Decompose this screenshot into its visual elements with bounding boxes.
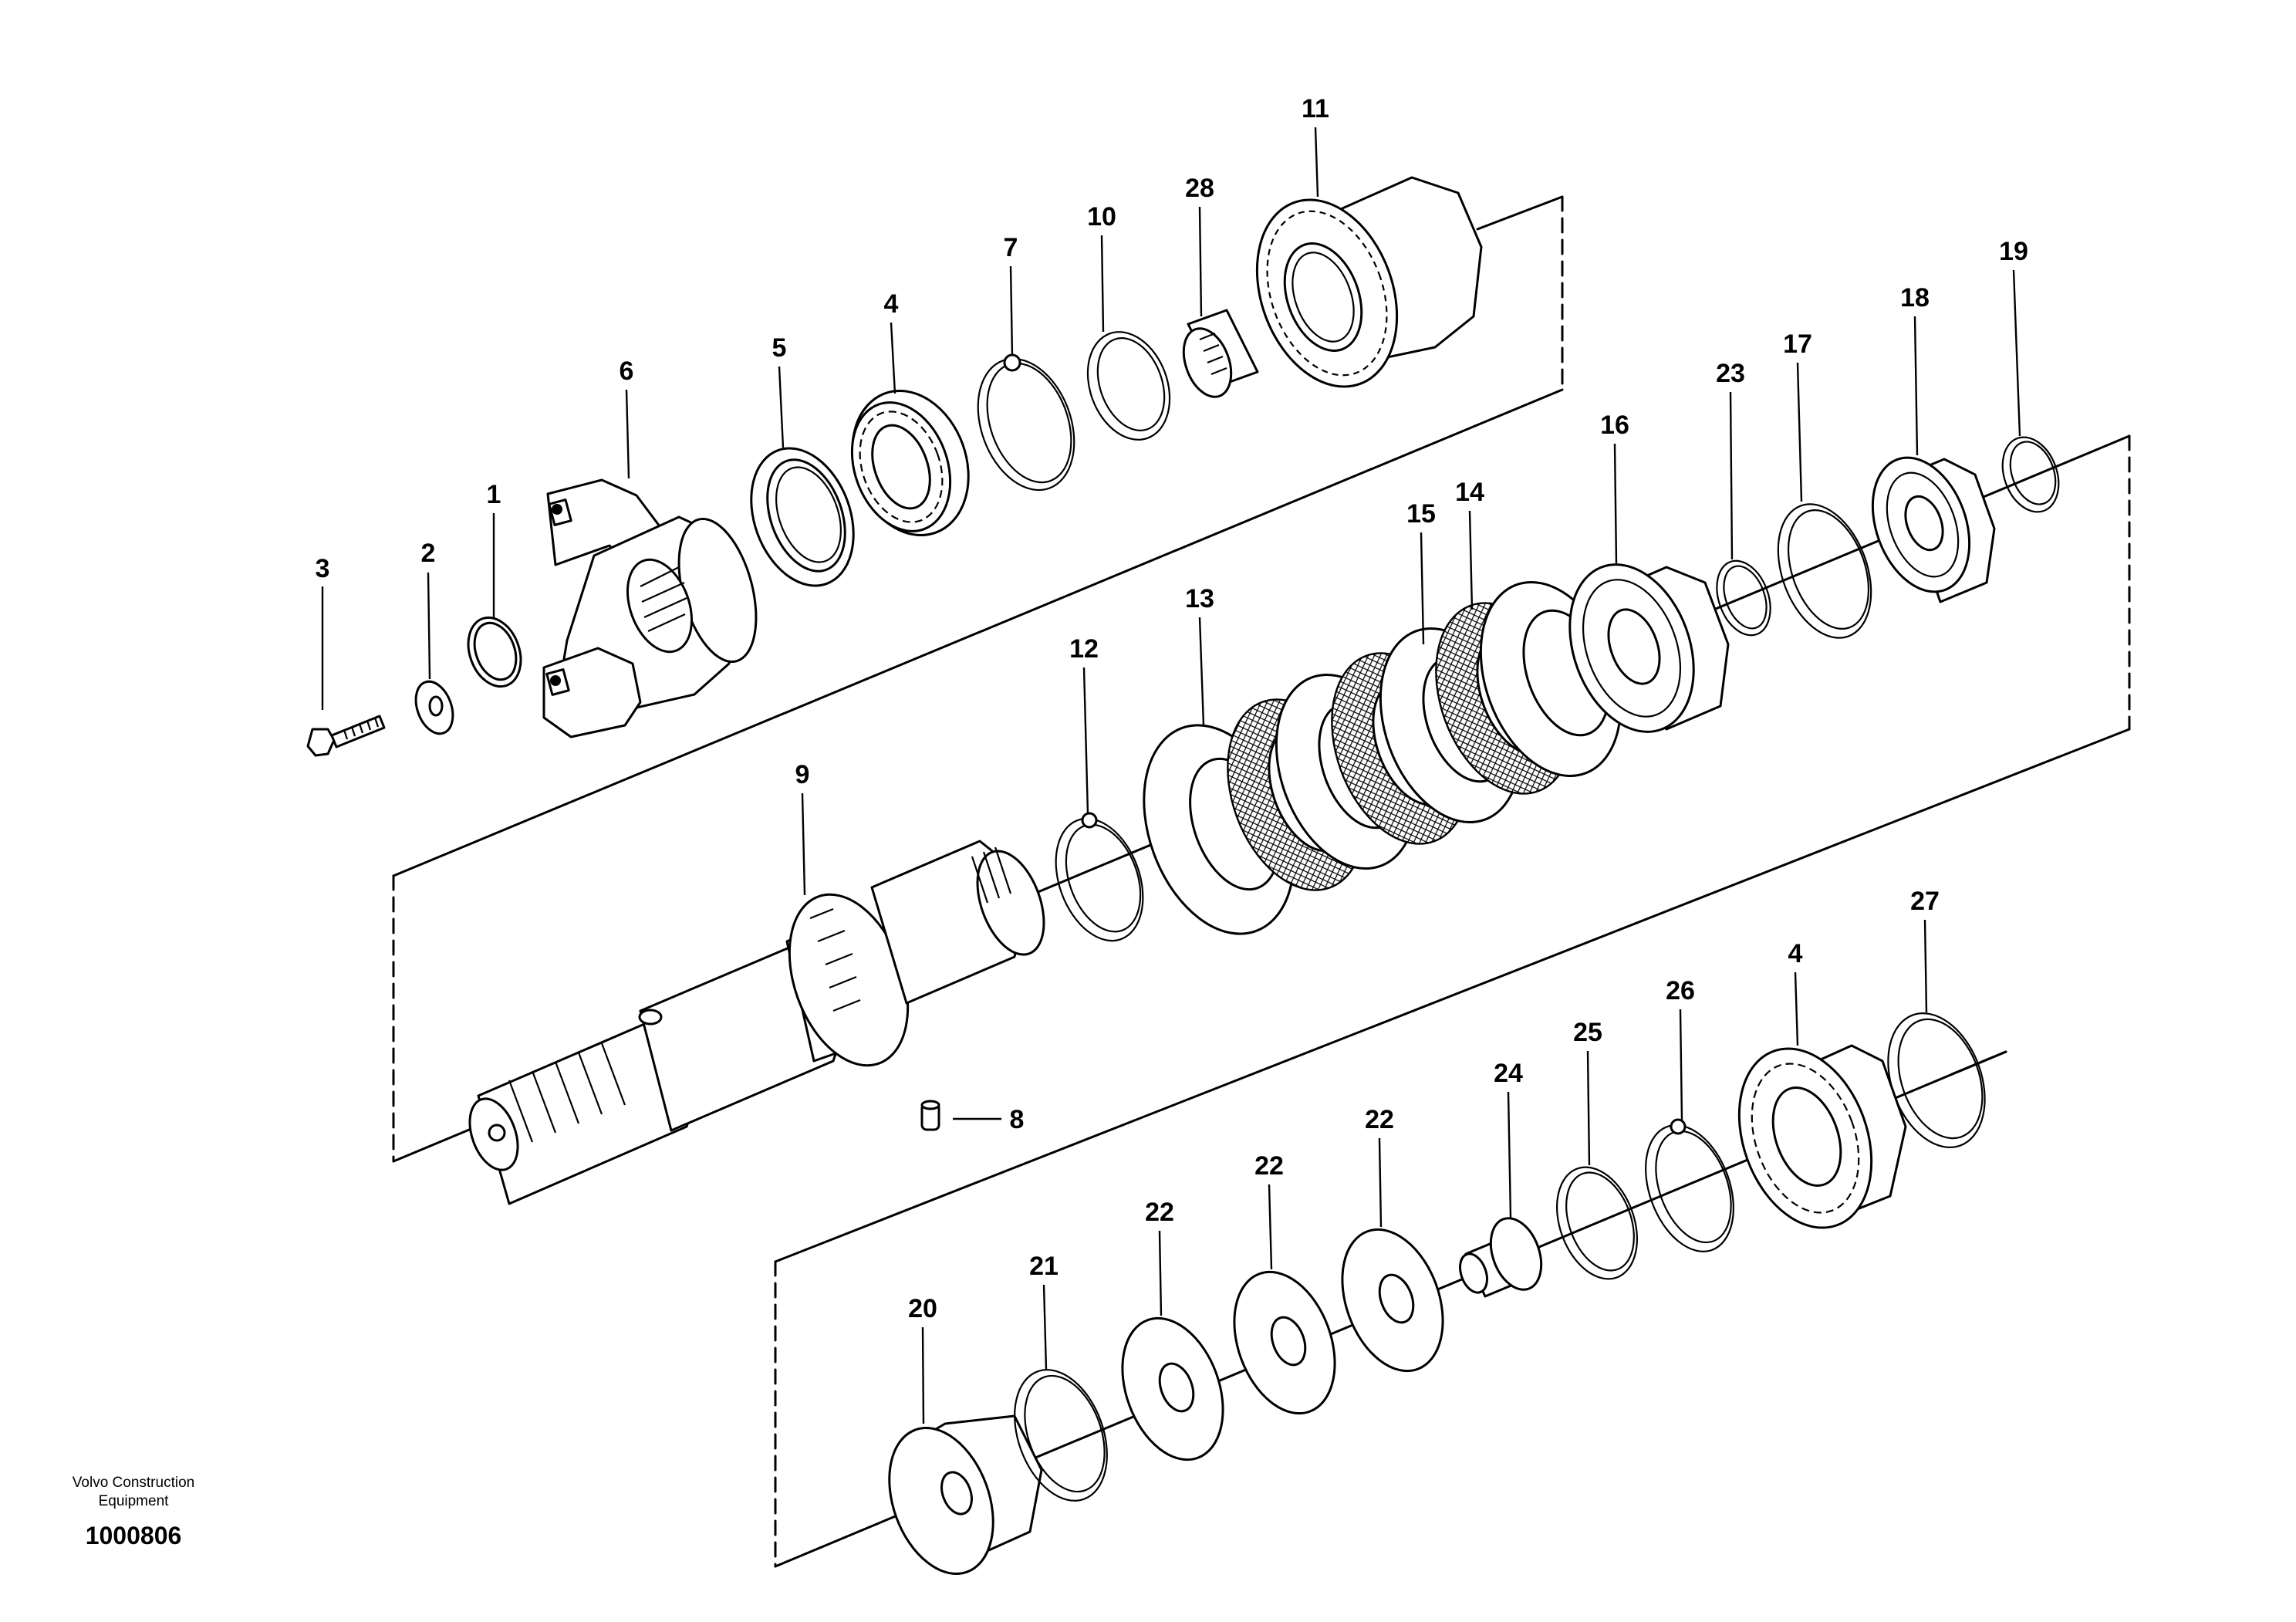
needle-bearing-part-28 (1182, 309, 1259, 398)
clutch-pack-parts-13-14-15 (1143, 581, 1622, 935)
callout-22-b: 22 (1254, 1151, 1284, 1181)
callout-9: 9 (795, 760, 810, 789)
snap-ring-part-26 (1645, 1118, 1734, 1252)
o-ring-part-23 (1716, 559, 1771, 637)
callout-labels: 3 2 1 6 5 4 7 10 28 11 9 8 12 13 15 14 1… (316, 94, 2028, 1323)
o-ring-part-25 (1556, 1166, 1638, 1280)
washer-part-2 (414, 680, 454, 735)
figure-footer: Volvo Construction Equipment 1000806 (45, 1474, 222, 1550)
callout-27: 27 (1910, 887, 1940, 916)
callout-19: 19 (1999, 237, 2028, 266)
company-name-line1: Volvo Construction (72, 1475, 195, 1491)
callout-12: 12 (1069, 634, 1099, 664)
callout-leaders (321, 127, 2021, 1424)
callout-13: 13 (1185, 584, 1214, 613)
callout-3: 3 (316, 554, 330, 583)
cup-part-20 (888, 1414, 1043, 1575)
piston-part-18 (1871, 456, 1996, 603)
callout-28: 28 (1185, 174, 1214, 203)
ring-part-27 (1887, 1012, 1986, 1148)
disc-parts-22 (1121, 1228, 1444, 1461)
callout-11: 11 (1302, 94, 1329, 123)
callout-26: 26 (1666, 976, 1695, 1005)
callout-8: 8 (1010, 1105, 1025, 1134)
callout-20: 20 (908, 1294, 937, 1323)
sleeve-part-24 (1459, 1217, 1543, 1298)
bearing-part-4-top (850, 389, 970, 537)
company-name-line2: Equipment (98, 1493, 169, 1509)
bolt-part-3 (306, 715, 386, 757)
callout-5: 5 (772, 333, 787, 363)
callout-6: 6 (620, 357, 634, 386)
pin-part-8 (920, 1100, 940, 1131)
callout-14: 14 (1455, 478, 1484, 507)
ring-part-10 (1086, 331, 1171, 441)
snap-ring-part-21 (1014, 1369, 1108, 1502)
callout-25: 25 (1573, 1018, 1602, 1047)
callout-15: 15 (1406, 499, 1436, 529)
yoke-part-6 (542, 478, 758, 738)
callout-2: 2 (421, 539, 436, 568)
bearing-part-4-bottom (1737, 1044, 1907, 1229)
callout-10: 10 (1087, 202, 1116, 231)
snap-ring-part-12 (1055, 812, 1144, 942)
o-ring-part-1 (467, 616, 522, 688)
callout-23: 23 (1716, 359, 1745, 388)
snap-ring-part-7 (977, 353, 1075, 492)
piston-part-16 (1568, 563, 1730, 733)
shaft-part-9 (468, 840, 1045, 1205)
gear-part-11 (1255, 176, 1483, 388)
callout-22-a: 22 (1145, 1198, 1174, 1227)
callout-24: 24 (1494, 1059, 1523, 1088)
callout-1: 1 (487, 480, 501, 509)
ring-part-19 (2001, 436, 2060, 513)
callout-17: 17 (1783, 329, 1812, 359)
ring-part-17 (1777, 503, 1872, 639)
callout-4-top: 4 (884, 289, 899, 319)
callout-21: 21 (1029, 1252, 1059, 1281)
figure-number: 1000806 (85, 1522, 182, 1549)
callout-18: 18 (1900, 283, 1930, 313)
seal-part-5 (750, 447, 855, 587)
callout-22-c: 22 (1365, 1105, 1394, 1134)
callout-4-bottom: 4 (1788, 939, 1803, 968)
callout-7: 7 (1004, 233, 1018, 262)
callout-16: 16 (1600, 411, 1629, 440)
